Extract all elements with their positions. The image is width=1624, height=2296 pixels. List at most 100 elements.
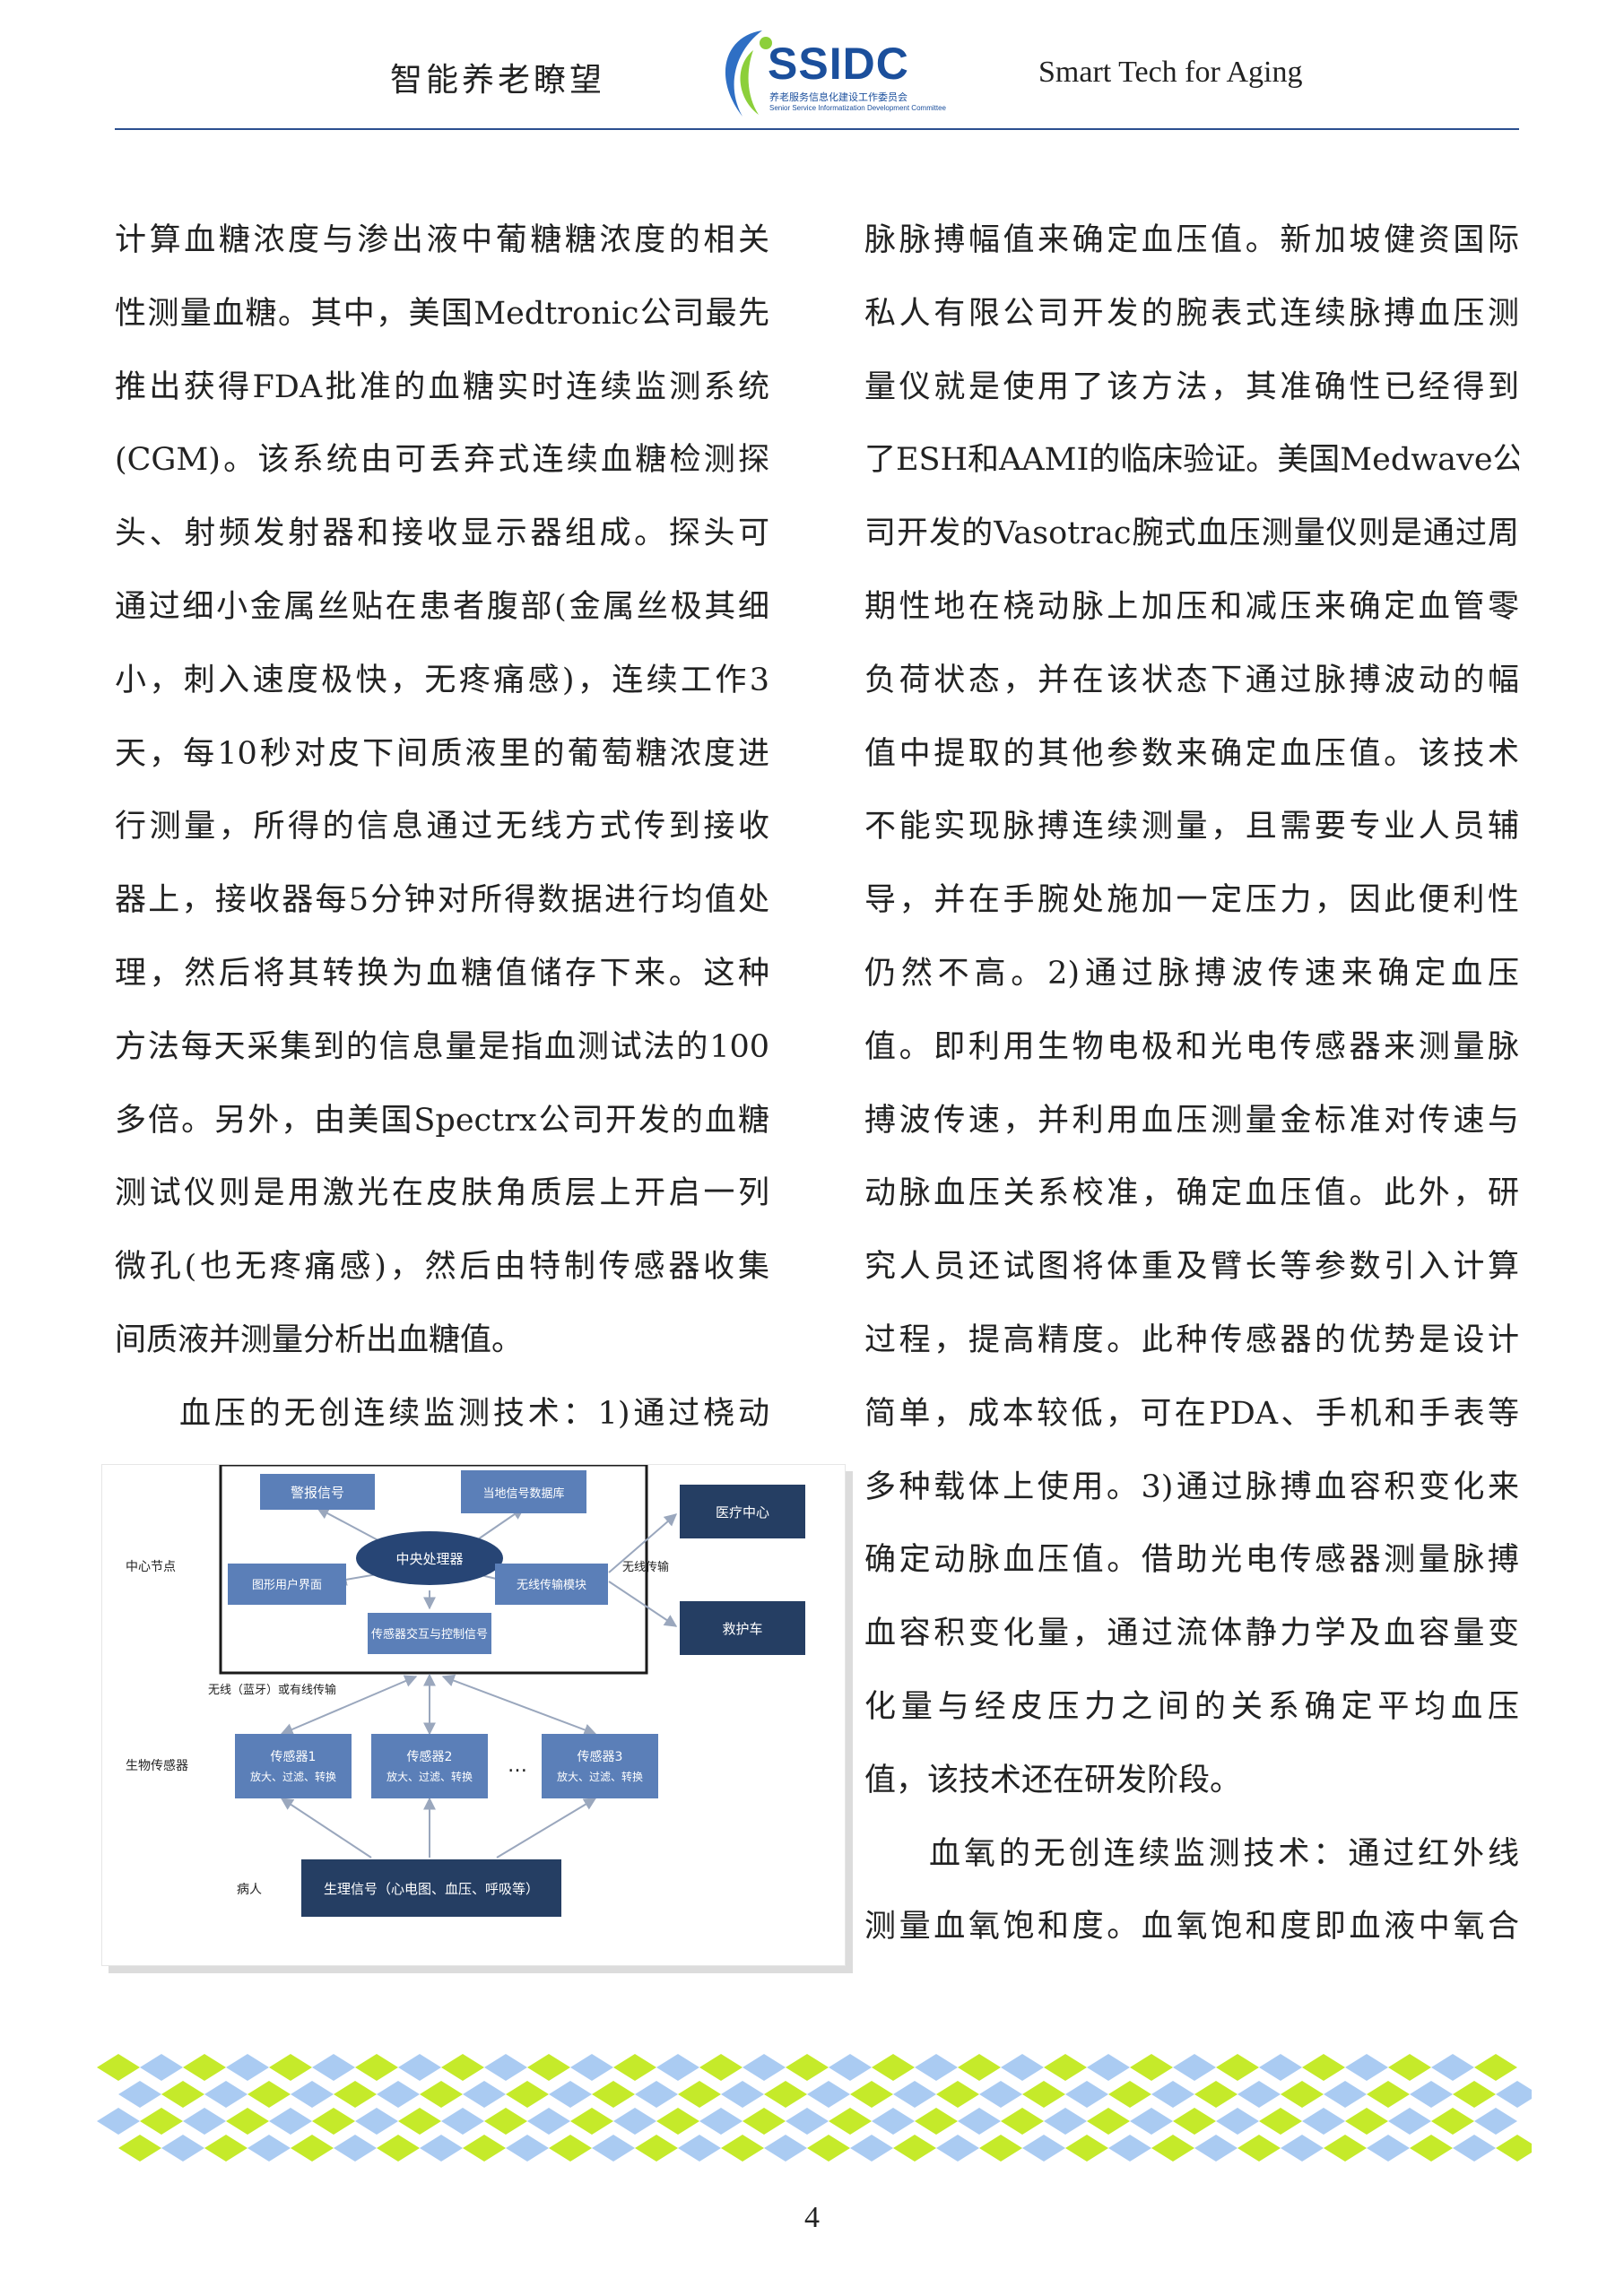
decor-diamond <box>1194 2135 1238 2162</box>
decor-diamond <box>1453 2135 1496 2162</box>
text-line: 不能实现脉搏连续测量，且需要专业人员辅 <box>864 809 1519 845</box>
decor-diamond <box>398 2108 441 2135</box>
decor-diamond <box>334 2081 377 2108</box>
local-db-node <box>461 1470 586 1513</box>
decor-diamond <box>204 2135 248 2162</box>
text-line: 量仪就是使用了该方法，其准确性已经得到 <box>864 368 1519 405</box>
decor-diamond <box>248 2081 291 2108</box>
decor-diamond <box>1259 2108 1302 2135</box>
decor-diamond <box>1173 2054 1216 2081</box>
decor-diamond <box>829 2054 872 2081</box>
decor-diamond <box>1302 2108 1345 2135</box>
decor-diamond <box>226 2108 269 2135</box>
decor-diamond <box>1130 2108 1173 2135</box>
decor-diamond <box>786 2108 829 2135</box>
connector <box>496 1798 597 1858</box>
text-line: 简单，成本较低，可在PDA、手机和手表等 <box>864 1395 1519 1432</box>
row-label-patient: 病人 <box>237 1883 262 1897</box>
decor-diamond <box>420 2081 463 2108</box>
left-column: 计算血糖浓度与渗出液中葡糖糖浓度的相关 性测量血糖。其中，美国Medtronic… <box>115 204 769 1451</box>
decor-diamond <box>420 2135 463 2162</box>
decor-diamond <box>248 2135 291 2162</box>
text-line: 期性地在桡动脉上加压和减压来确定血管零 <box>864 588 1519 625</box>
cpu-label: 中央处理器 <box>395 1551 463 1567</box>
decor-diamond <box>807 2081 850 2108</box>
decor-diamond <box>1474 2054 1517 2081</box>
decor-diamond <box>656 2108 699 2135</box>
decor-diamond <box>377 2081 420 2108</box>
decor-diamond <box>312 2108 355 2135</box>
decor-diamond <box>204 2081 248 2108</box>
sensor-node-1 <box>235 1734 352 1798</box>
gui-label: 图形用户界面 <box>252 1578 322 1592</box>
decor-diamond <box>1022 2135 1065 2162</box>
decor-diamond <box>1151 2135 1194 2162</box>
text-line: 测量血氧饱和度。血氧饱和度即血液中氧合 <box>864 1909 1519 1945</box>
connector <box>280 1798 372 1858</box>
decor-diamond <box>355 2108 398 2135</box>
text-line: 值，该技术还在研发阶段。 <box>864 1762 1242 1798</box>
decor-diamond <box>1453 2081 1496 2108</box>
text-line: 值中提取的其他参数来确定血压值。该技术 <box>864 735 1519 772</box>
decor-diamond <box>829 2108 872 2135</box>
decor-diamond <box>958 2054 1001 2081</box>
medical-center-label: 医疗中心 <box>716 1504 769 1521</box>
decor-diamond <box>1087 2054 1130 2081</box>
decor-diamond <box>118 2081 161 2108</box>
decor-diamond <box>463 2135 506 2162</box>
sensor-2-desc: 放大、过滤、转换 <box>386 1770 473 1783</box>
header-right-title: Smart Tech for Aging <box>1038 56 1303 89</box>
text-line: 过程，提高精度。此种传感器的优势是设计 <box>864 1321 1519 1358</box>
logo-subtitle-cn: 养老服务信息化建设工作委员会 <box>769 91 908 103</box>
decor-diamond <box>140 2108 183 2135</box>
decor-diamond <box>183 2054 226 2081</box>
decor-diamond <box>1431 2054 1474 2081</box>
decor-diamond <box>1194 2081 1238 2108</box>
decor-diamond <box>1324 2135 1367 2162</box>
decor-diamond <box>743 2054 786 2081</box>
decor-diamond <box>613 2054 656 2081</box>
sensor-node-2 <box>371 1734 488 1798</box>
physio-label: 生理信号（心电图、血压、呼吸等） <box>324 1881 539 1897</box>
ambulance-label: 救护车 <box>722 1621 762 1637</box>
decor-diamond <box>1173 2108 1216 2135</box>
row-label-bio: 生物传感器 <box>126 1758 188 1773</box>
text-line: 行测量，所得的信息通过无线方式传到接收 <box>115 809 769 845</box>
decor-diamond <box>1087 2108 1130 2135</box>
decor-diamond <box>872 2108 915 2135</box>
decor-diamond <box>678 2135 721 2162</box>
text-line: 计算血糖浓度与渗出液中葡糖糖浓度的相关 <box>115 222 769 258</box>
decor-diamond <box>1065 2081 1108 2108</box>
decor-diamond <box>1151 2081 1194 2108</box>
decor-diamond <box>1302 2054 1345 2081</box>
decor-diamond <box>1324 2081 1367 2108</box>
decor-diamond <box>850 2135 893 2162</box>
logo-name: SSIDC <box>768 39 909 89</box>
wireless-label: 无线传输 <box>622 1560 669 1574</box>
decor-diamond <box>1022 2081 1065 2108</box>
logo-subtitle-en: Senior Service Informatization Developme… <box>769 104 946 112</box>
decor-diamond <box>441 2054 484 2081</box>
page-number: 4 <box>804 2201 820 2234</box>
decor-diamond <box>656 2054 699 2081</box>
decor-diamond <box>506 2135 549 2162</box>
text-line: 脉脉搏幅值来确定血压值。新加坡健资国际 <box>864 222 1519 258</box>
text-line: 测试仪则是用激光在皮肤角质层上开启一列 <box>115 1175 769 1212</box>
text-line: 导，并在手腕处施加一定压力，因此便利性 <box>864 882 1519 919</box>
decor-diamond <box>161 2081 204 2108</box>
decor-diamond <box>1431 2108 1474 2135</box>
decor-diamond <box>1410 2081 1453 2108</box>
system-diagram: 警报信号 当地信号数据库 图形用户界面 中央处理器 无线传输模块 传感器交互与控… <box>101 1464 846 1966</box>
wireless-module-node <box>495 1564 608 1605</box>
cpu-node <box>356 1531 503 1585</box>
decor-diamond <box>592 2081 635 2108</box>
decor-diamond <box>1345 2108 1388 2135</box>
center-node-frame <box>219 1465 648 1675</box>
decor-diamond <box>1238 2081 1281 2108</box>
header-divider <box>115 128 1519 130</box>
sensor-3-name: 传感器3 <box>578 1749 623 1764</box>
decor-diamond <box>764 2135 807 2162</box>
decor-diamond <box>635 2135 678 2162</box>
decor-diamond <box>936 2135 979 2162</box>
physio-node <box>301 1859 561 1917</box>
